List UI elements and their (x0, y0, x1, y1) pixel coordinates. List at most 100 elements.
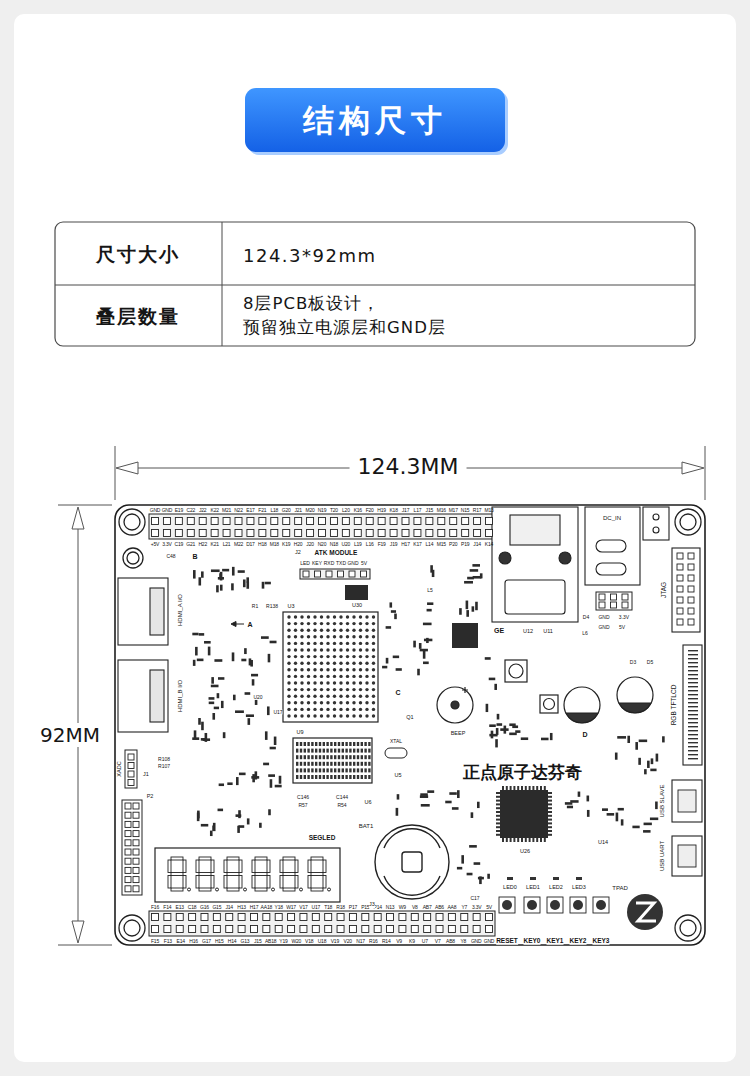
smd-part (214, 659, 222, 662)
bga-ball (320, 714, 323, 717)
pin-label: H14 (228, 939, 237, 944)
bga-ball (346, 668, 349, 671)
digit-segment (267, 860, 270, 873)
bga-ball (287, 655, 290, 658)
pin-label: F20 (366, 508, 374, 513)
connector-pin (338, 775, 340, 779)
connector-pin (345, 755, 347, 759)
bga-ball (352, 688, 355, 691)
fpc-contact (688, 742, 698, 743)
side-header (122, 750, 142, 895)
bga-ball (352, 662, 355, 665)
pin-label: H19 (377, 508, 386, 513)
header-pin (189, 926, 196, 933)
jumper-pin (611, 602, 617, 608)
bga-ball (326, 662, 329, 665)
header-pin (414, 518, 421, 525)
connector-pin (323, 742, 325, 746)
led (507, 877, 513, 880)
hdmi-connector (118, 578, 168, 732)
connector-pin (353, 742, 355, 746)
silkscreen-label: RESET (496, 938, 518, 945)
header-pin (152, 926, 159, 933)
fpc-contact (688, 710, 698, 711)
bga-ball (300, 635, 303, 638)
ic-pin (502, 838, 504, 842)
pin-label: M18 (270, 542, 279, 547)
digit-dot (216, 888, 219, 891)
ic-pin (532, 786, 534, 790)
push-button (547, 897, 563, 913)
connector-pin (330, 742, 332, 746)
connector-pin (353, 768, 355, 772)
smd-part (485, 657, 491, 660)
silkscreen-label: KEY0 (524, 938, 541, 945)
connector-pin (368, 742, 370, 746)
pin-label: U17 (312, 905, 321, 910)
pin-label: T18 (324, 905, 332, 910)
header-pin (354, 530, 361, 537)
fpc-contact (688, 682, 698, 683)
header-pin (187, 530, 194, 537)
smd-part (650, 817, 658, 820)
button-cap (527, 900, 537, 910)
digit-segment (224, 876, 227, 889)
bga-ball (307, 662, 310, 665)
push-button (524, 897, 540, 913)
digit-segment (171, 857, 183, 860)
silkscreen-label: 5V (619, 625, 625, 630)
fpc-contact (688, 694, 698, 695)
width-dimension (115, 446, 705, 500)
header-pin (259, 530, 266, 537)
smd-part (567, 806, 573, 809)
silkscreen-label: TXD (336, 561, 346, 566)
module-header (300, 569, 370, 579)
bga-ball (352, 714, 355, 717)
silkscreen-label: KEY1 (547, 938, 564, 945)
bga-ball (333, 655, 336, 658)
jtag-pin (688, 564, 694, 570)
connector-pin (364, 742, 366, 746)
smd-part (198, 718, 201, 725)
header-pin (288, 926, 295, 933)
dimension-label: 92MM (40, 723, 100, 747)
bga-ball (352, 622, 355, 625)
fpc-contact (688, 654, 698, 655)
battery-holder (375, 825, 449, 899)
fpc-contact (688, 674, 698, 675)
pin-label: J15 (254, 939, 261, 944)
bga-ball (326, 681, 329, 684)
header-pin (133, 840, 139, 846)
header-pin (362, 914, 369, 921)
smd-part (386, 658, 389, 664)
ic-pin (544, 786, 546, 790)
digit-segment (311, 888, 323, 891)
smd-part (195, 647, 198, 656)
digit-segment (283, 888, 295, 891)
bga-ball (365, 688, 368, 691)
bga-ball (294, 695, 297, 698)
bga-ball (365, 708, 368, 711)
bga-ball (326, 714, 329, 717)
smd-part (587, 796, 590, 802)
jtag-connector (672, 548, 700, 632)
silkscreen-label: RXD (324, 561, 335, 566)
silkscreen-label: R57 (298, 803, 307, 808)
fpc-contact (688, 702, 698, 703)
table-cell: 尺寸大小 (96, 245, 180, 264)
header-pin (152, 914, 159, 921)
header-pin (448, 926, 455, 933)
smd-part (480, 573, 483, 578)
connector-pin (296, 762, 298, 766)
pin-label: T20 (330, 508, 338, 513)
bga-ball (372, 714, 375, 717)
bga-ball (320, 615, 323, 618)
ic-pin (496, 822, 500, 824)
jumper-pin (611, 594, 617, 600)
bga-ball (365, 648, 368, 651)
digit-segment (267, 876, 270, 889)
header-pin (342, 530, 349, 537)
bga-ball (300, 662, 303, 665)
smd-part (211, 569, 220, 572)
bga-ball (300, 714, 303, 717)
